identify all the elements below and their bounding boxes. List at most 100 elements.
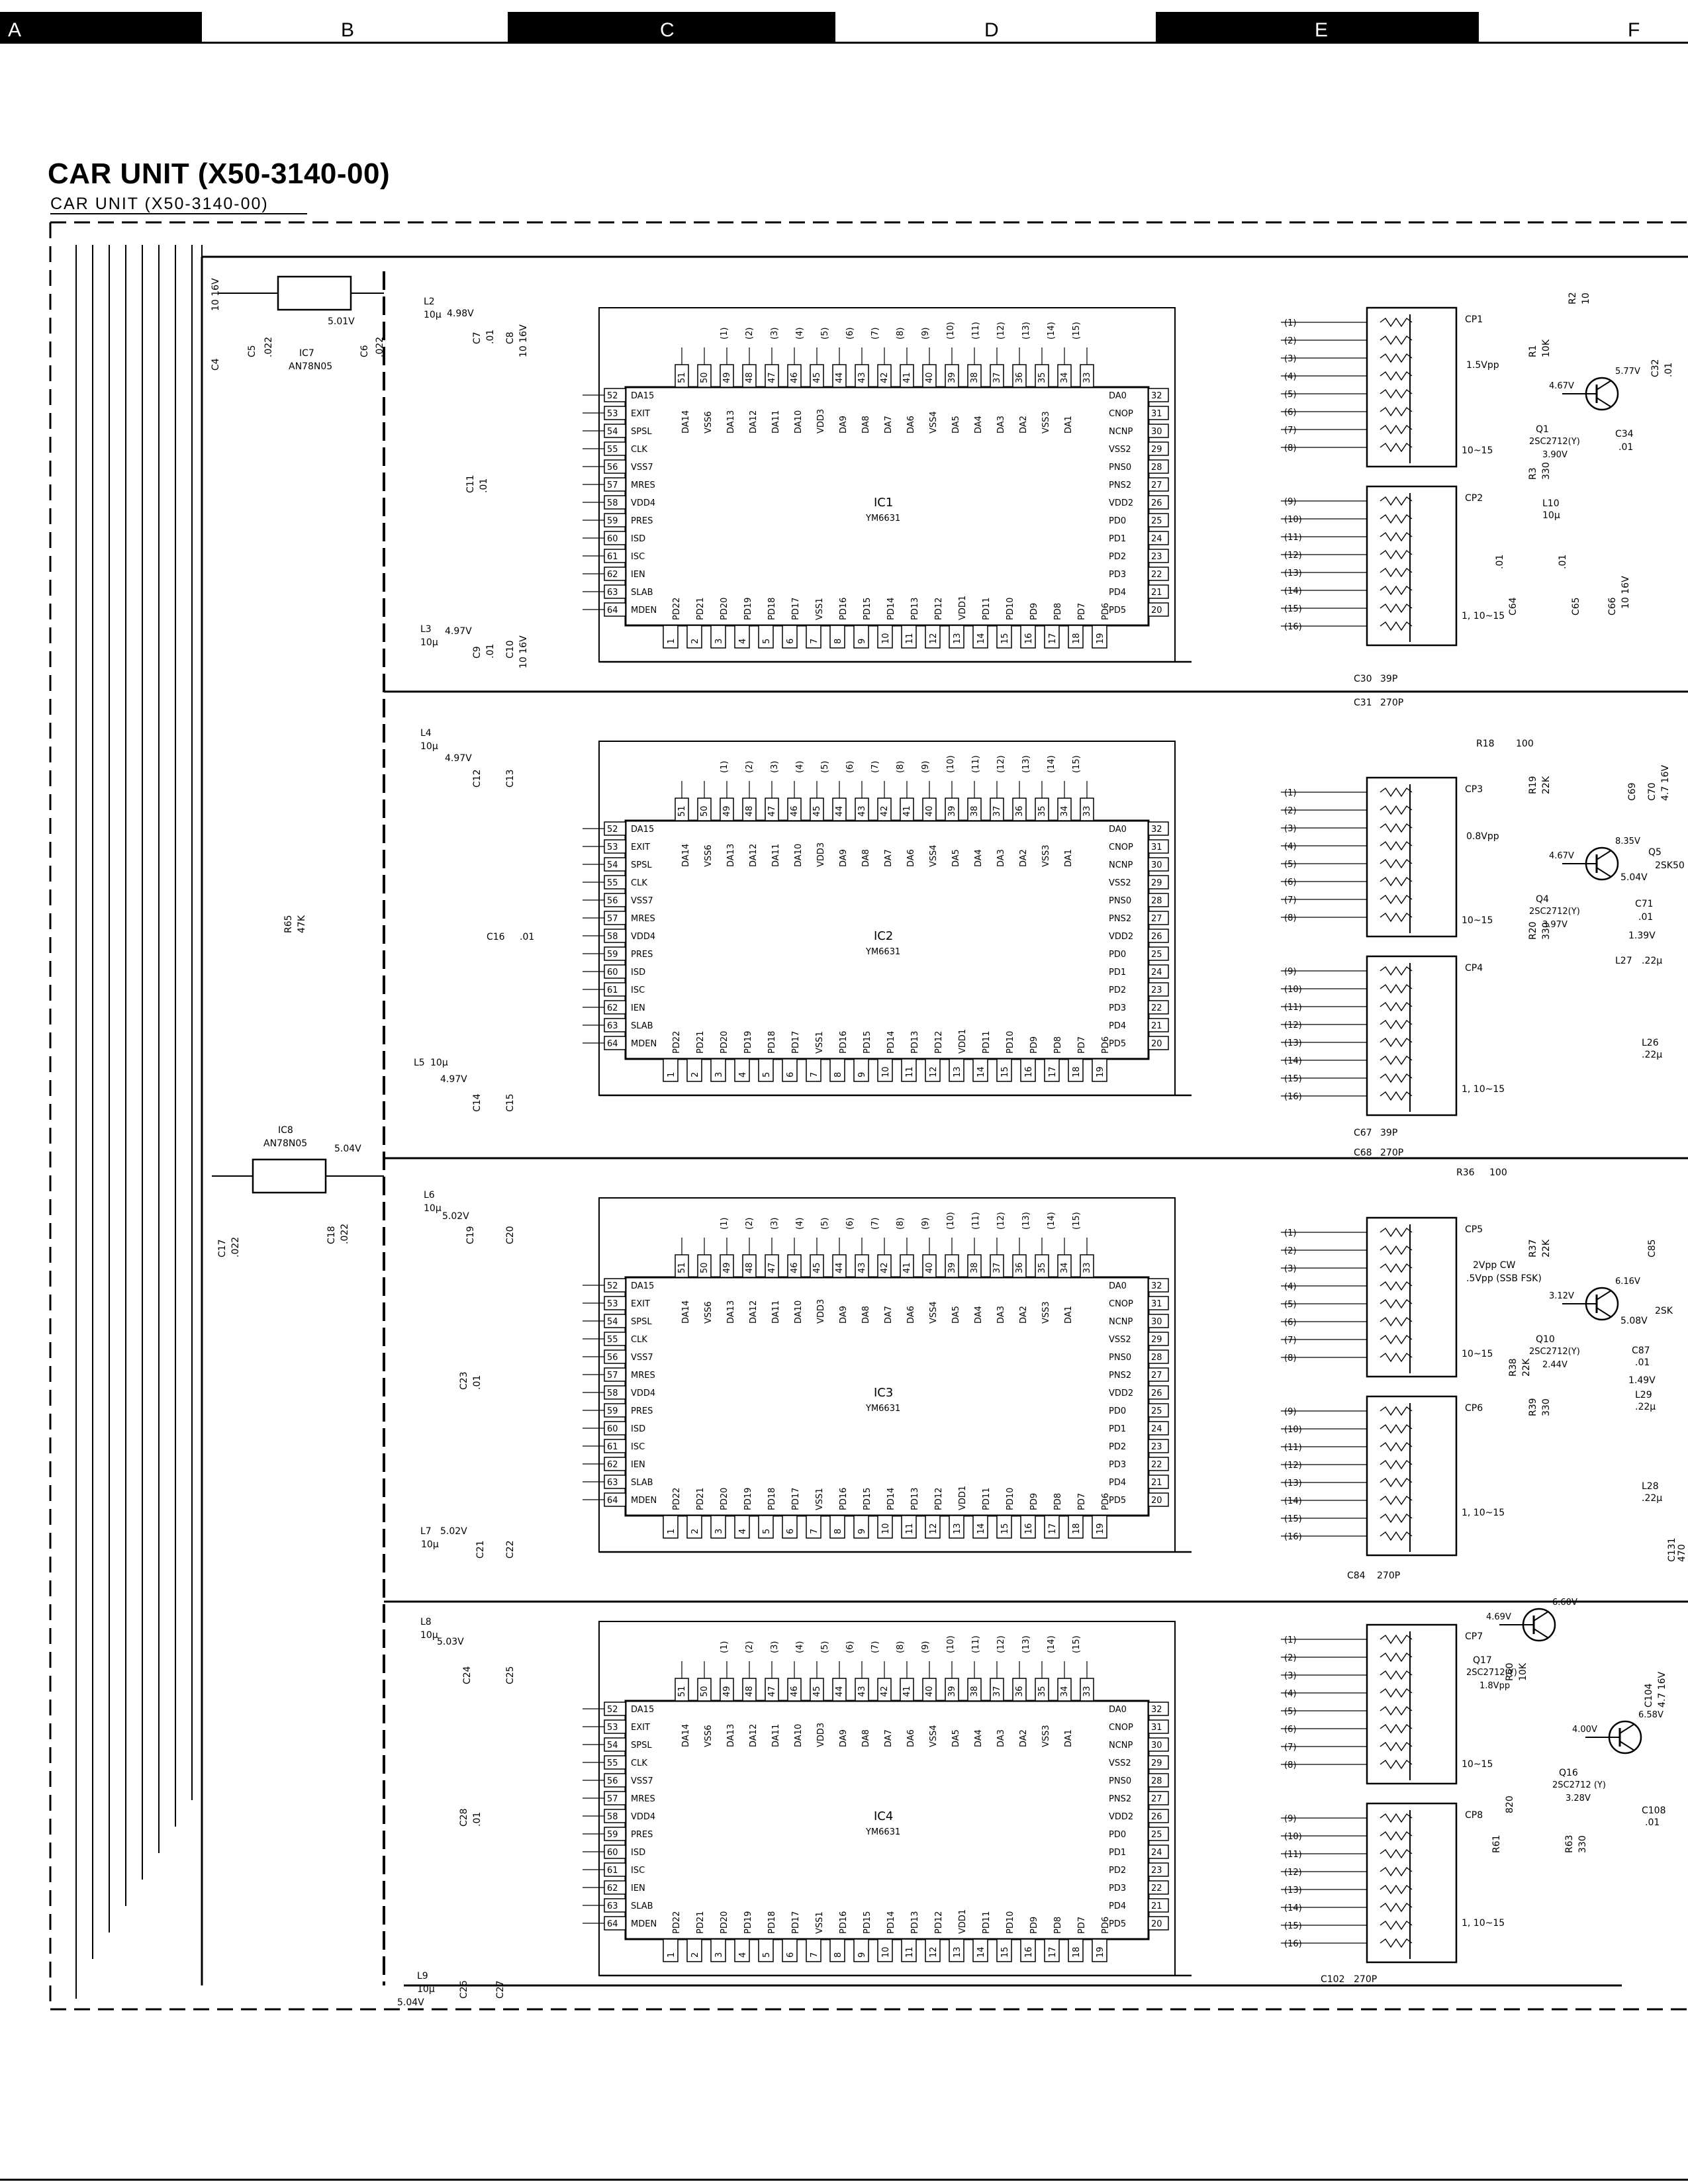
- right-pin-label: PD2: [1109, 552, 1126, 562]
- right-pin-label: PD3: [1109, 1884, 1126, 1893]
- transistor-voltage-collector: 6.16V: [1615, 1277, 1640, 1287]
- left-pin-label: VDD4: [631, 498, 655, 508]
- top-pin-label: DA1: [1064, 1729, 1074, 1747]
- page-bottom-rule: [0, 2179, 1688, 2181]
- bottom-pin-label: PD13: [910, 1911, 920, 1934]
- bottom-pin-box: [758, 1058, 774, 1082]
- ic-name: IC3: [874, 1386, 893, 1400]
- c34-label: C34: [1615, 429, 1634, 439]
- bus-signal-label: (14): [1047, 322, 1056, 340]
- network-input-label: (3): [1284, 824, 1296, 834]
- resistor-zigzag: [1380, 353, 1413, 363]
- top-pin-label: DA6: [906, 1306, 916, 1324]
- c28-value: .01: [472, 1812, 483, 1827]
- resistor-zigzag: [1380, 1001, 1413, 1012]
- bottom-pin-number: 13: [953, 1523, 962, 1534]
- bottom-pin-label: PD20: [720, 1911, 729, 1934]
- bottom-pin-box: [996, 1058, 1012, 1082]
- top-pin-label: DA3: [996, 849, 1006, 867]
- network-input-label: (6): [1284, 878, 1296, 887]
- left-pin-label: DA15: [631, 1281, 654, 1291]
- bottom-pin-label: PD16: [839, 1031, 849, 1054]
- right-pin-box: [1148, 1439, 1169, 1453]
- right-pin-box: [1148, 1314, 1169, 1328]
- bus-signal-label: (4): [795, 328, 805, 340]
- bottom-pin-label: PD17: [791, 598, 801, 620]
- ic8-label: IC8: [278, 1125, 293, 1136]
- bottom-pin-label: PD17: [791, 1031, 801, 1054]
- transistor-name: Q10: [1536, 1334, 1555, 1345]
- bus-signal-label: (8): [896, 328, 906, 340]
- right-pin-number: 27: [1151, 914, 1162, 924]
- bottom-pin-box: [806, 1058, 821, 1082]
- c87-label: C87: [1632, 1345, 1650, 1356]
- left-pin-number: 55: [607, 1335, 618, 1345]
- bottom-pin-box: [663, 625, 679, 649]
- bottom-pin-box: [925, 1938, 941, 1962]
- bus-signal-label: (4): [795, 1641, 805, 1653]
- right-pin-box: [1148, 1018, 1169, 1032]
- left-pin-number: 64: [607, 1496, 618, 1506]
- c104-label: C104: [1644, 1683, 1654, 1707]
- network-input-label: (3): [1284, 354, 1296, 364]
- bottom-pin-box: [1092, 625, 1107, 649]
- bottom-pin-box: [996, 1938, 1012, 1962]
- top-pin-number: 39: [947, 1686, 957, 1697]
- resistor-zigzag: [1380, 1920, 1413, 1931]
- transistor-emitter: [1596, 1307, 1612, 1318]
- top-pin-number: 45: [812, 372, 822, 383]
- top-pin-label: VSS3: [1041, 411, 1051, 433]
- right-pin-number: 26: [1151, 1812, 1162, 1822]
- transistor-voltage-collector: 8.35V: [1615, 837, 1640, 846]
- network-input-label: (1): [1284, 1228, 1296, 1238]
- grid-cell-b: B: [202, 12, 508, 44]
- left-pin-number: 62: [607, 1884, 618, 1893]
- bottom-pin-box: [782, 625, 798, 649]
- resistor-zigzag: [1380, 912, 1413, 923]
- power-rails: [201, 255, 1688, 1987]
- bottom-pin-label: PD22: [672, 1911, 682, 1934]
- grid-cell-e: E: [1156, 12, 1479, 44]
- right-pin-number: 30: [1151, 427, 1162, 437]
- bottom-pin-box: [686, 1938, 702, 1962]
- top-pin-number: 37: [992, 805, 1002, 817]
- bottom-pin-label: PD16: [839, 598, 849, 620]
- bottom-pin-box: [686, 625, 702, 649]
- network-input-label: (4): [1284, 372, 1296, 382]
- c9-label: C9: [472, 646, 483, 659]
- top-pin-number: 43: [857, 372, 867, 383]
- top-pin-label: DA11: [771, 1300, 781, 1324]
- transistor-name: Q4: [1536, 894, 1549, 905]
- bottom-pin-number: 10: [881, 633, 891, 644]
- top-pin-label: VSS6: [704, 411, 714, 433]
- bottom-pin-box: [1044, 1058, 1060, 1082]
- left-pin-label: PRES: [631, 516, 653, 526]
- bottom-pin-number: 11: [905, 1523, 915, 1534]
- right-pin-number: 31: [1151, 409, 1162, 419]
- grid-cell-c: C: [508, 12, 835, 44]
- bus-signal-label: (5): [820, 328, 830, 340]
- right-pin-box: [1148, 946, 1169, 961]
- right-pin-label: VDD2: [1109, 1388, 1133, 1398]
- network-input-label: (2): [1284, 1246, 1296, 1256]
- top-pin-label: DA3: [996, 1306, 1006, 1324]
- bottom-pin-number: 9: [857, 639, 867, 644]
- right-pin-number: 29: [1151, 878, 1162, 888]
- bottom-pin-number: 13: [953, 1946, 962, 1958]
- left-pin-label: ISD: [631, 1848, 645, 1858]
- bottom-pin-number: 2: [690, 1072, 700, 1077]
- c31-value: 270P: [1380, 698, 1403, 708]
- network-input-label: (13): [1284, 1479, 1302, 1488]
- bus-signal-label: (9): [921, 328, 931, 340]
- top-pin-number: 51: [677, 805, 687, 817]
- top-pin-number: 50: [700, 1686, 710, 1697]
- network-input-label: (10): [1284, 1832, 1302, 1842]
- right-pin-number: 30: [1151, 1741, 1162, 1751]
- c26-label: C26: [459, 1980, 469, 1999]
- top-pin-label: VSS4: [929, 1301, 939, 1324]
- transistor-voltage-collector: 5.77V: [1615, 367, 1640, 377]
- top-pin-label: DA12: [749, 1300, 759, 1324]
- resistor-zigzag: [1380, 1263, 1413, 1273]
- left-pin-label: ISC: [631, 1866, 645, 1876]
- network-input-label: (14): [1284, 1056, 1302, 1066]
